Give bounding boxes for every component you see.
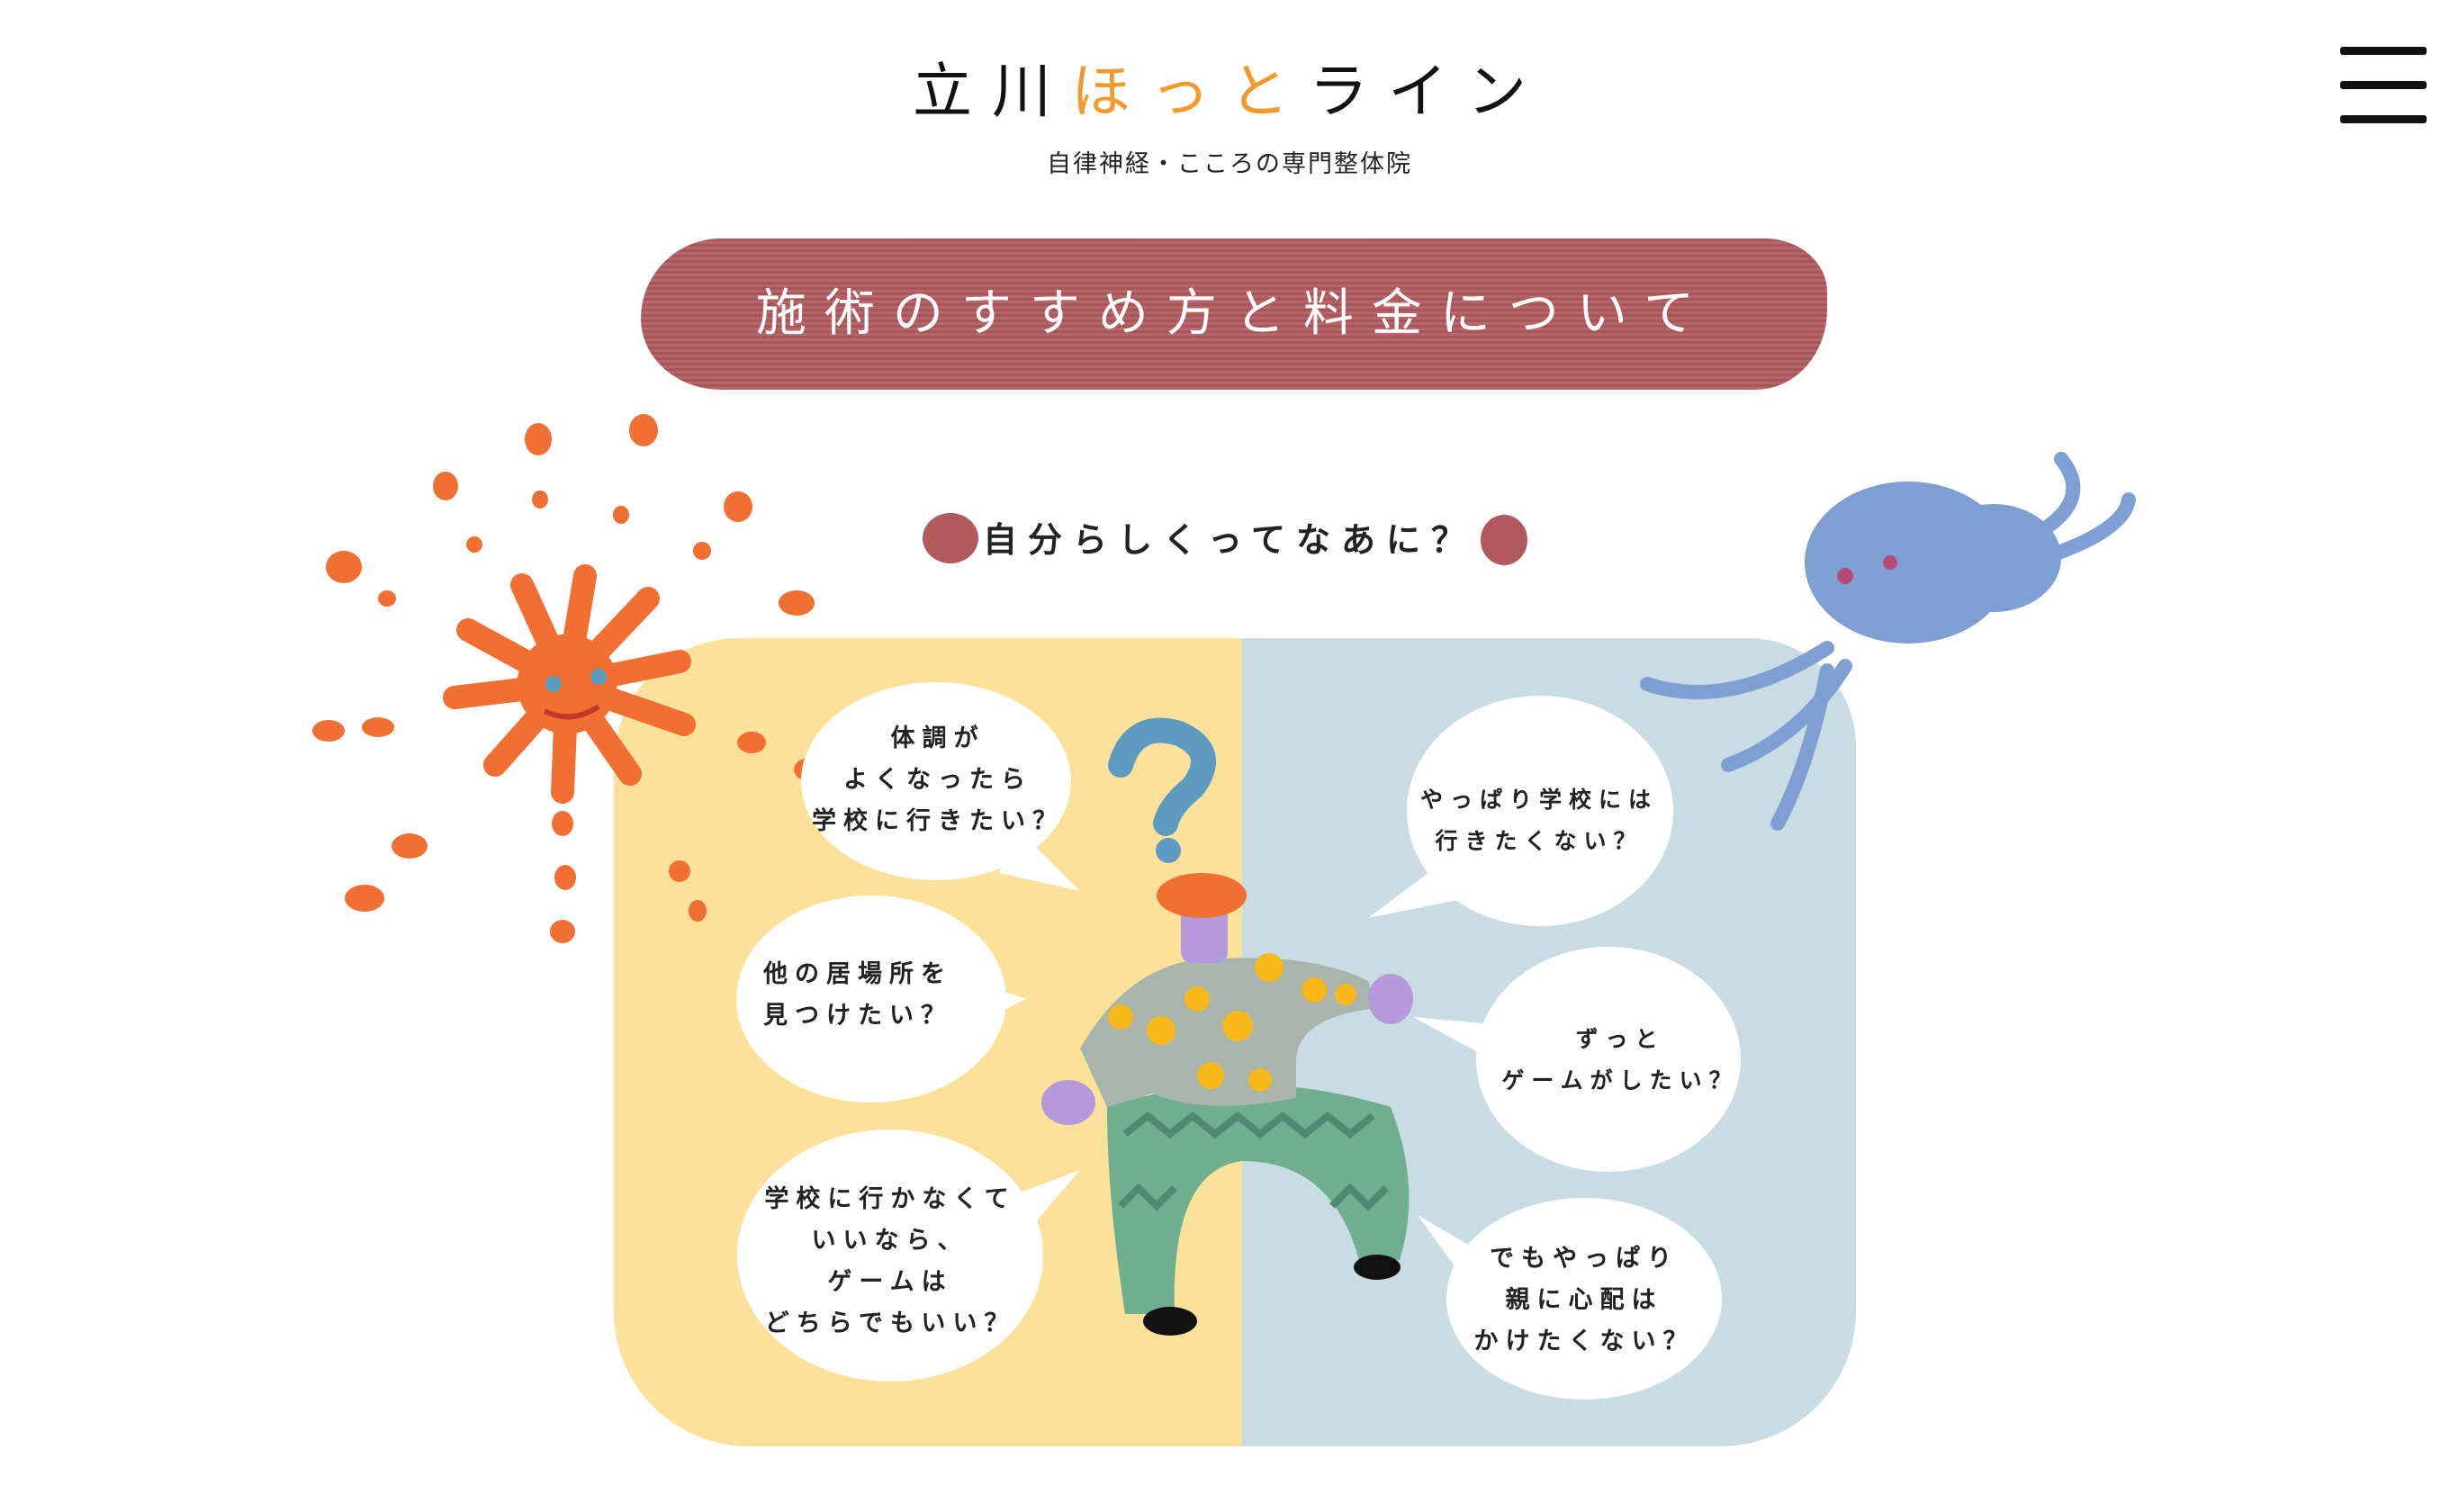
speech-bubbles — [736, 682, 1741, 1400]
hamburger-menu-button[interactable] — [2340, 45, 2427, 126]
bubble-line: 学校に行きたい？ — [812, 807, 1064, 835]
bubble-line: 見つけたい？ — [763, 1002, 952, 1030]
section-title: 施術のすすめ方と料金について — [755, 284, 1713, 343]
bubble-line: 体調が — [890, 724, 986, 752]
section-banner — [641, 238, 1827, 390]
decorative-dot — [1481, 515, 1527, 565]
bubble-line: ゲームがしたい？ — [1501, 1067, 1739, 1094]
speech-bubble: 体調がよくなったら学校に行きたい？ — [803, 718, 1073, 842]
logo-title-part2: ライン — [1309, 57, 1546, 126]
bubble-line: よくなったら — [843, 766, 1032, 794]
logo-title: 立川ほっとライン — [0, 56, 2459, 128]
bubble-line: かけたくない？ — [1473, 1328, 1695, 1355]
logo-title-accent: ほっと — [1071, 57, 1309, 126]
bubble-line: ゲームは — [827, 1268, 953, 1296]
bubble-line: ずっと — [1575, 1026, 1665, 1052]
bubble-line: やっぱり学校には — [1419, 787, 1658, 813]
site-logo[interactable]: 立川ほっとライン 自律神経・こころの専門整体院 — [0, 56, 2459, 179]
hamburger-icon-bar — [2340, 81, 2427, 89]
bubble-line: 学校に行かなくて — [764, 1185, 1016, 1213]
speech-bubble: ずっとゲームがしたい？ — [1494, 1019, 1746, 1102]
speech-bubble: 学校に行かなくていいなら、ゲームはどちらでもいい？ — [737, 1179, 1043, 1345]
logo-title-part1: 立川 — [913, 57, 1071, 126]
hamburger-icon — [2340, 47, 2427, 55]
bubble-line: どちらでもいい？ — [764, 1310, 1016, 1337]
speech-bubble: 他の居場所を見つけたい？ — [736, 954, 1006, 1037]
section-subtitle: 自分らしくってなあに？ — [982, 520, 1477, 560]
bubble-line: 行きたくない？ — [1435, 828, 1644, 854]
cloud-character-icon — [1640, 452, 2136, 831]
decorative-dot — [923, 513, 978, 563]
bubble-line: 他の居場所を — [763, 960, 952, 988]
speech-bubble: でもやっぱり親に心配はかけたくない？ — [1449, 1238, 1719, 1363]
hamburger-icon-bar — [2340, 115, 2427, 123]
boy-character-icon — [1041, 717, 1413, 1336]
sun-icon — [312, 414, 826, 943]
speech-bubble: やっぱり学校には行きたくない？ — [1404, 779, 1674, 862]
logo-subtitle: 自律神経・こころの専門整体院 — [1047, 150, 1412, 178]
bubble-line: 親に心配は — [1505, 1286, 1663, 1314]
bubble-line: でもやっぱり — [1490, 1245, 1679, 1273]
bubble-line: いいなら、 — [811, 1227, 969, 1255]
